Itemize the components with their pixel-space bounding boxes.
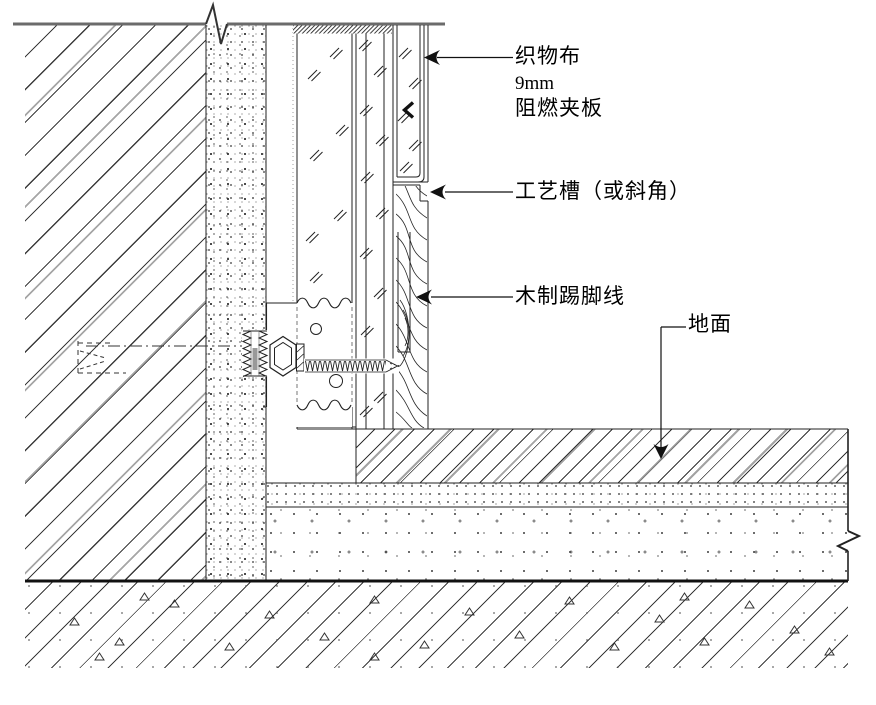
concrete-wall-hatch (206, 25, 266, 581)
wood-skirting (393, 184, 429, 429)
label-flame-plywood: 阻燃夹板 (515, 96, 603, 120)
label-wood-skirting: 木制踢脚线 (515, 284, 625, 308)
wavy-break-top (296, 297, 352, 309)
compacted-earth-hatch (25, 582, 848, 668)
leveling-layer-hatch (266, 483, 848, 507)
break-symbol-right (835, 429, 862, 581)
chevron-left-icon (401, 101, 415, 119)
label-fabric-cloth: 织物布 (515, 44, 581, 68)
label-floor: 地面 (688, 312, 732, 336)
leader-floor (660, 326, 686, 447)
expansion-anchor (241, 330, 269, 377)
fabric-panel-outline (393, 25, 429, 183)
top-cap-hatch (293, 25, 392, 34)
label-craft-groove: 工艺槽（或斜角） (515, 179, 691, 203)
arrow-down-icon (653, 444, 669, 459)
bracket-hole (310, 323, 322, 335)
hex-nut (269, 335, 297, 377)
fixing-screw (304, 358, 401, 374)
wavy-break-bottom (296, 399, 352, 411)
bracket-hole (329, 374, 343, 388)
floor-layer-lines (263, 406, 848, 508)
hidden-anchor-dashes (77, 341, 242, 376)
arrow-left-icon (424, 50, 440, 65)
floor-finish-hatch (356, 429, 848, 483)
masonry-wall-hatch (25, 25, 206, 581)
concrete-slab-hatch (266, 507, 848, 580)
break-symbol-top (205, 1, 228, 45)
top-boundary-line (13, 1, 445, 45)
wood-grain-lines (396, 186, 427, 428)
earth-triangle-marks (69, 592, 835, 661)
arrow-left-icon (430, 184, 446, 200)
spring-washer (296, 343, 305, 372)
leaders (401, 50, 686, 459)
arrow-left-icon (416, 289, 432, 305)
label-9mm: 9mm (515, 73, 555, 94)
